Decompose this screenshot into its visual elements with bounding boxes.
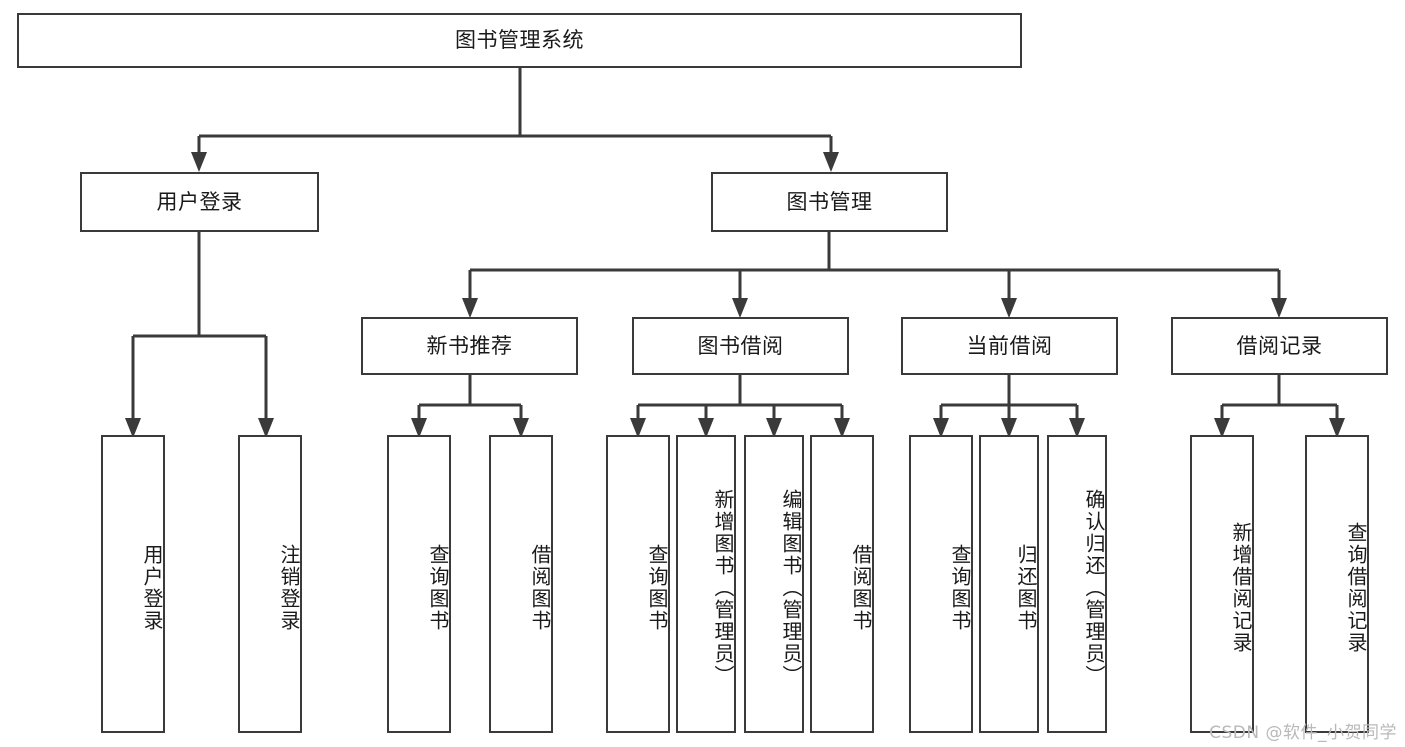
node-leaf-current-confirm-return[interactable]: 确认归还（管理员） xyxy=(1047,435,1107,733)
node-user-login-label: 用户登录 xyxy=(156,189,243,214)
node-current-borrow[interactable]: 当前借阅 xyxy=(901,317,1118,375)
node-leaf-rec-borrow-book[interactable]: 借阅图书 xyxy=(489,435,553,733)
node-book-manage[interactable]: 图书管理 xyxy=(711,172,948,232)
node-leaf-rec-borrow-book-label: 借阅图书 xyxy=(528,544,552,632)
node-user-login[interactable]: 用户登录 xyxy=(80,172,319,232)
node-current-borrow-label: 当前借阅 xyxy=(966,333,1053,358)
node-leaf-current-return-book-label: 归还图书 xyxy=(1014,544,1038,632)
node-leaf-user-logout-label: 注销登录 xyxy=(277,544,301,632)
node-leaf-current-query-book-label: 查询图书 xyxy=(948,544,972,632)
node-borrow-record[interactable]: 借阅记录 xyxy=(1171,317,1388,375)
arrowhead-current-borrow xyxy=(1001,298,1017,318)
node-leaf-rec-query-book[interactable]: 查询图书 xyxy=(387,435,451,733)
node-leaf-borrow-borrow-book-label: 借阅图书 xyxy=(849,544,873,632)
arrowhead-book-borrow xyxy=(732,298,748,318)
arrowhead-book-manage xyxy=(823,152,839,172)
node-leaf-record-add-label: 新增借阅记录 xyxy=(1229,522,1253,654)
node-leaf-record-add[interactable]: 新增借阅记录 xyxy=(1190,435,1254,733)
watermark-text: CSDN @软件_小贺同学 xyxy=(1209,723,1397,743)
node-leaf-current-query-book[interactable]: 查询图书 xyxy=(909,435,973,733)
node-book-borrow[interactable]: 图书借阅 xyxy=(632,317,849,375)
node-leaf-record-query-label: 查询借阅记录 xyxy=(1344,522,1368,654)
node-new-book-rec[interactable]: 新书推荐 xyxy=(361,317,578,375)
node-leaf-borrow-edit-book-label: 编辑图书（管理员） xyxy=(779,489,803,687)
node-leaf-borrow-borrow-book[interactable]: 借阅图书 xyxy=(810,435,874,733)
node-root[interactable]: 图书管理系统 xyxy=(17,13,1022,68)
node-book-borrow-label: 图书借阅 xyxy=(697,333,784,358)
node-leaf-user-login-label: 用户登录 xyxy=(140,544,164,632)
node-leaf-borrow-query-book-label: 查询图书 xyxy=(645,544,669,632)
node-leaf-borrow-add-book-label: 新增图书（管理员） xyxy=(711,489,735,687)
node-new-book-rec-label: 新书推荐 xyxy=(426,333,513,358)
arrowhead-borrow-record xyxy=(1271,298,1287,318)
node-leaf-borrow-query-book[interactable]: 查询图书 xyxy=(606,435,670,733)
arrowhead-new-book-rec xyxy=(462,298,478,318)
node-borrow-record-label: 借阅记录 xyxy=(1236,333,1323,358)
node-leaf-user-logout[interactable]: 注销登录 xyxy=(238,435,302,733)
node-book-manage-label: 图书管理 xyxy=(786,189,873,214)
node-leaf-rec-query-book-label: 查询图书 xyxy=(426,544,450,632)
node-root-label: 图书管理系统 xyxy=(455,28,584,53)
node-leaf-current-confirm-return-label: 确认归还（管理员） xyxy=(1082,489,1106,687)
node-leaf-borrow-add-book[interactable]: 新增图书（管理员） xyxy=(676,435,736,733)
node-leaf-current-return-book[interactable]: 归还图书 xyxy=(979,435,1039,733)
node-leaf-borrow-edit-book[interactable]: 编辑图书（管理员） xyxy=(744,435,804,733)
node-leaf-record-query[interactable]: 查询借阅记录 xyxy=(1305,435,1369,733)
node-leaf-user-login[interactable]: 用户登录 xyxy=(101,435,165,733)
arrowhead-user-login xyxy=(191,152,207,172)
